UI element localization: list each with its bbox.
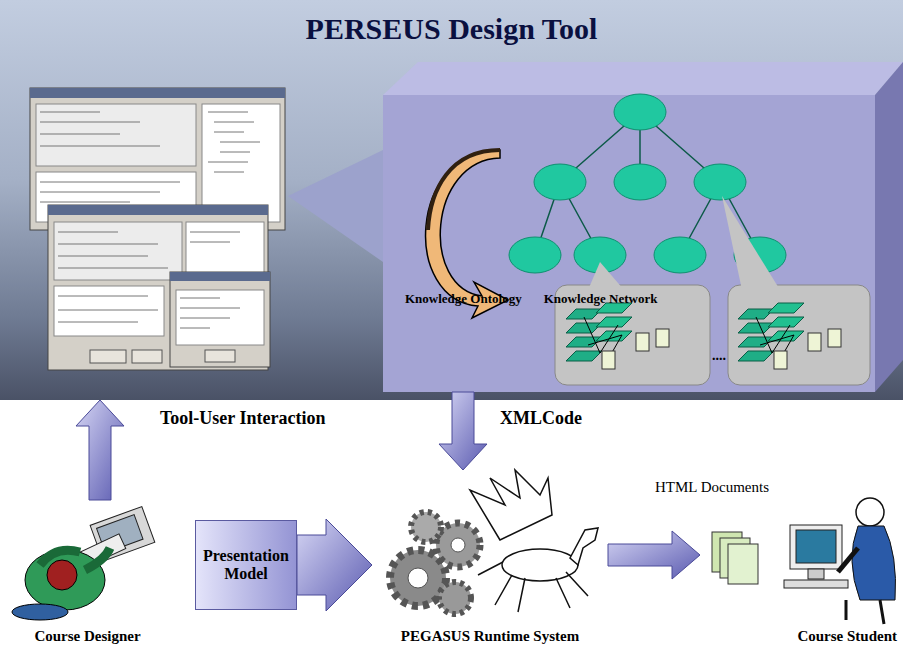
course-student: Course Student: [700, 470, 903, 650]
block-arrow: [608, 531, 700, 579]
edge-label-holder: HTML Documents: [655, 478, 769, 496]
course-designer-figure: [12, 507, 155, 620]
ellipsis-label: ....: [712, 348, 726, 363]
edge-label: HTML Documents: [655, 479, 769, 495]
node-label: Knowledge Ontology: [405, 291, 522, 307]
network-callouts: [555, 196, 870, 385]
edge-label-holder: XMLCode: [500, 408, 582, 429]
pegasus-runtime: PEGASUS Runtime System: [372, 470, 608, 650]
node-label: Knowledge Network: [544, 291, 658, 307]
block-arrow: [439, 392, 487, 470]
course-designer: Course Designer: [0, 500, 175, 650]
edge-label-holder: Tool-User Interaction: [160, 408, 326, 429]
node-label: PERSEUS Design Tool: [0, 0, 903, 46]
tool-panel: PERSEUS Design ToolKnowledge OntologyKno…: [0, 0, 903, 400]
node-label: Course Designer: [0, 628, 175, 645]
pegasus-horse: [470, 470, 598, 612]
edge-label: XMLCode: [500, 408, 582, 428]
course-student-figure: [784, 498, 896, 624]
node-label: Course Student: [700, 628, 903, 645]
screenshot-windows: [30, 88, 285, 370]
block-arrow: [297, 519, 372, 611]
knowledge-box: Knowledge Ontology Knowledge Network: [383, 95, 875, 392]
block-arrow: [76, 400, 124, 500]
node-label: PEGASUS Runtime System: [372, 628, 608, 645]
pegasus-gears: [390, 512, 480, 614]
html-documents-icon: [712, 532, 758, 584]
node-label: Presentation Model: [202, 547, 290, 583]
presentation-model-box: Presentation Model: [195, 520, 297, 610]
knowledge-box-3d: [288, 62, 903, 392]
edge-label: Tool-User Interaction: [160, 408, 326, 428]
label-holder: ....: [712, 346, 726, 364]
